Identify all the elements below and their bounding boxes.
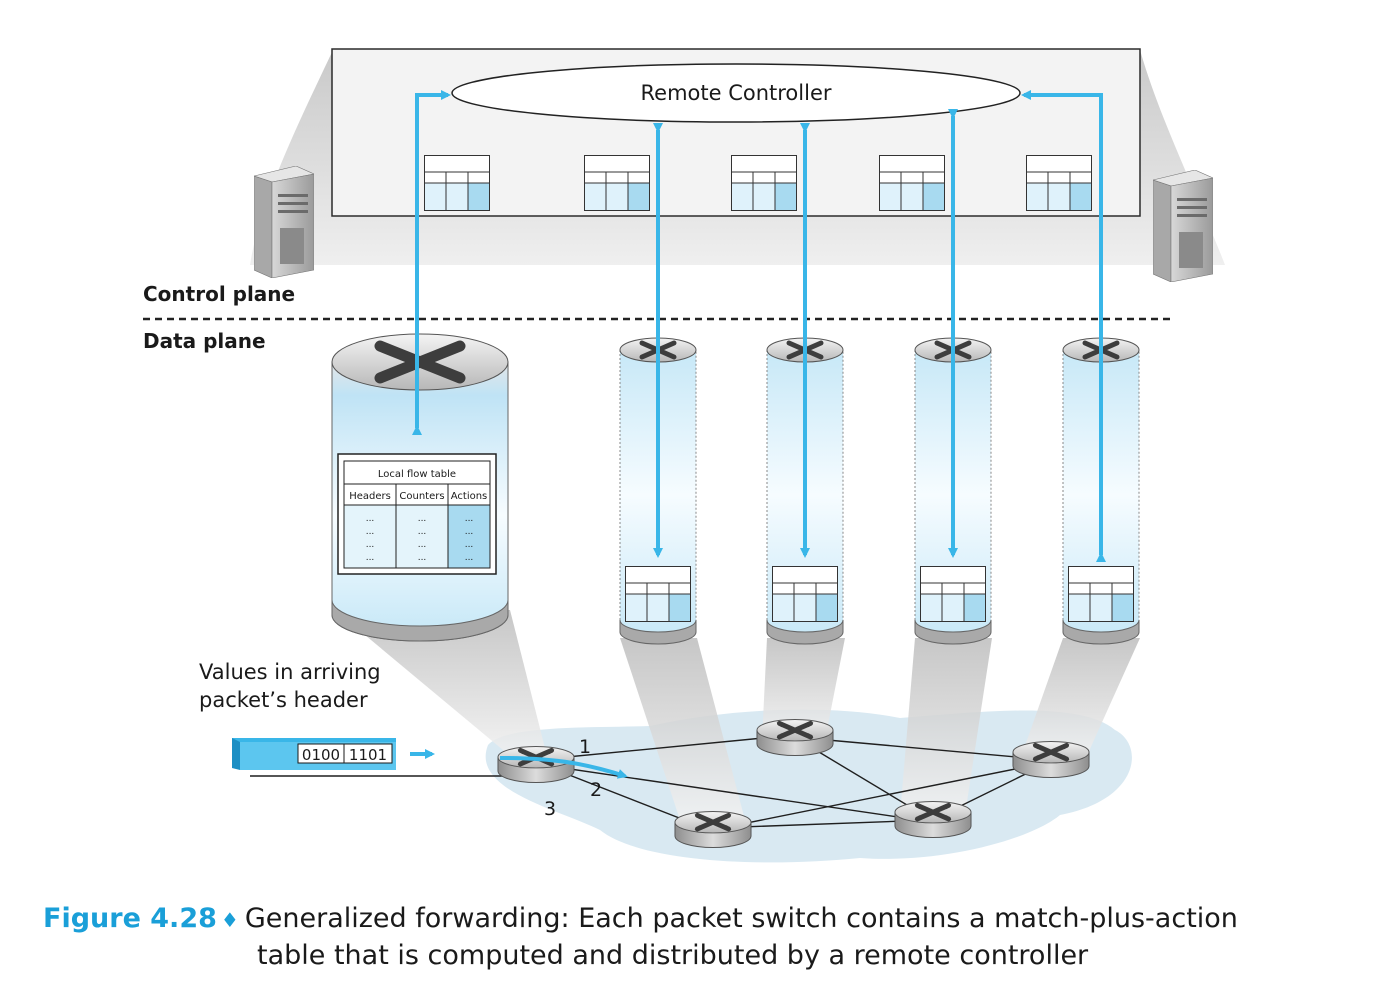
flow-table-cell: ... bbox=[418, 514, 427, 524]
flow-table-title: Local flow table bbox=[378, 469, 456, 480]
router-icon bbox=[675, 811, 751, 847]
router-icon bbox=[1013, 741, 1089, 777]
flow-table-cell: ... bbox=[418, 527, 427, 537]
flow-table-cell: ... bbox=[465, 540, 474, 550]
figure-bullet: ♦ bbox=[220, 908, 239, 932]
switch-table-icon bbox=[920, 566, 986, 622]
remote-controller-label: Remote Controller bbox=[641, 81, 832, 105]
switch-table-icon bbox=[1068, 566, 1134, 622]
flow-table-cell: ... bbox=[418, 540, 427, 550]
switch-table-icon bbox=[772, 566, 838, 622]
packet-label-line1: Values in arriving bbox=[199, 660, 381, 684]
projection-beam bbox=[620, 638, 745, 820]
router-icon bbox=[895, 801, 971, 837]
control-arrows bbox=[412, 90, 1106, 562]
port-label-2: 2 bbox=[590, 779, 602, 801]
flow-table-cell: ... bbox=[366, 540, 375, 550]
data-plane-label: Data plane bbox=[143, 329, 266, 353]
flow-table-header-headers: Headers bbox=[349, 491, 391, 502]
projection-beam bbox=[335, 610, 548, 760]
forwarding-arrow bbox=[499, 756, 628, 779]
sdn-diagram: 1 2 3 0100 1101 Values in arriving packe… bbox=[143, 48, 1225, 863]
flow-table-cell: ... bbox=[366, 553, 375, 563]
projection-beam bbox=[900, 638, 992, 815]
flow-table-cell: ... bbox=[465, 553, 474, 563]
flow-table-cell: ... bbox=[366, 514, 375, 524]
router-icon bbox=[498, 746, 574, 782]
flow-table-cell: ... bbox=[465, 527, 474, 537]
flow-table-header-counters: Counters bbox=[399, 491, 444, 502]
controller-table-icon bbox=[584, 155, 650, 211]
figure-caption: Figure 4.28♦Generalized forwarding: Each… bbox=[43, 900, 1363, 971]
packet-header-field: 1101 bbox=[349, 746, 387, 764]
switch-table-icon bbox=[625, 566, 691, 622]
packet-label-line2: packet’s header bbox=[199, 688, 368, 712]
controller-table-icon bbox=[731, 155, 797, 211]
local-flow-table bbox=[337, 453, 497, 575]
caption-line1: Generalized forwarding: Each packet swit… bbox=[244, 903, 1238, 934]
projection-beam bbox=[1020, 638, 1140, 760]
caption-line2: table that is computed and distributed b… bbox=[257, 940, 1089, 971]
router-icon bbox=[757, 719, 833, 755]
controller-table-icon bbox=[424, 155, 490, 211]
packet-header-field: 0100 bbox=[302, 746, 340, 764]
flow-table-header-actions: Actions bbox=[451, 491, 488, 502]
flow-table-cell: ... bbox=[366, 527, 375, 537]
remote-controller bbox=[451, 63, 1021, 123]
figure-label: Figure 4.28 bbox=[43, 903, 217, 934]
flow-table-cell: ... bbox=[418, 553, 427, 563]
controller-table-icon bbox=[1026, 155, 1092, 211]
control-plane-label: Control plane bbox=[143, 282, 295, 306]
server-icon-left bbox=[254, 166, 314, 278]
packet-icon bbox=[232, 738, 396, 770]
port-label-3: 3 bbox=[544, 798, 556, 820]
port-label-1: 1 bbox=[579, 736, 591, 758]
flow-table-cell: ... bbox=[465, 514, 474, 524]
server-icon-right bbox=[1153, 170, 1213, 282]
projection-beam bbox=[762, 638, 845, 740]
controller-table-icon bbox=[879, 155, 945, 211]
